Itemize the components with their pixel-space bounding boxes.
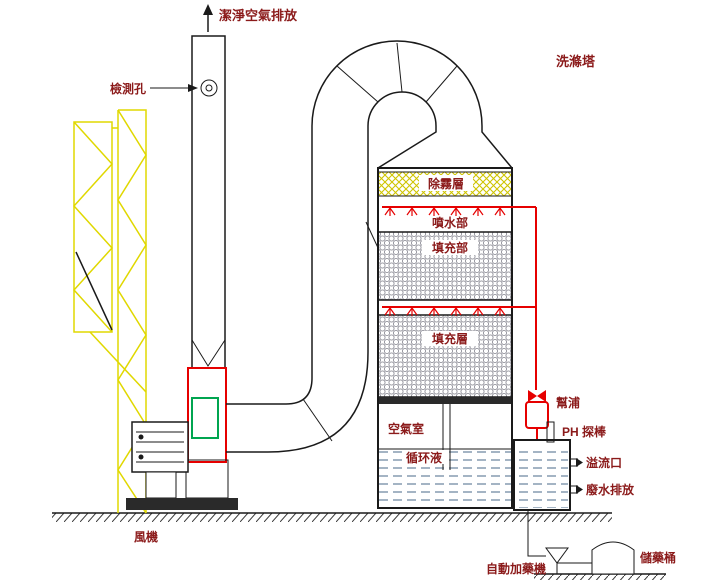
label-fan: 風機 xyxy=(134,529,158,544)
label-clean-air: 潔淨空氣排放 xyxy=(219,8,298,23)
label-packing-section: 填充部 xyxy=(432,240,468,255)
fan-motor xyxy=(131,421,189,473)
clean-air-arrow-head xyxy=(203,4,213,15)
inspection-port-circle xyxy=(200,79,218,97)
dosing-system xyxy=(527,510,635,575)
duct xyxy=(226,40,513,453)
label-ph-probe: PH 探棒 xyxy=(562,424,607,439)
label-scrubber-tower: 洗滌塔 xyxy=(556,54,596,69)
fan-unit xyxy=(126,367,238,510)
label-auto-doser: 自動加藥機 xyxy=(486,561,546,576)
label-chemical-barrel: 儲藥桶 xyxy=(640,550,676,565)
label-demister: 除霧層 xyxy=(428,176,464,191)
tower-inlet-hood xyxy=(377,126,513,169)
doser-funnel xyxy=(545,547,569,564)
ph-probe-device xyxy=(546,421,555,443)
support-strut xyxy=(365,221,380,251)
label-packing-layer: 填充層 xyxy=(432,331,468,346)
exhaust-stack xyxy=(191,4,226,369)
fan-inlet-duct xyxy=(187,367,227,463)
pump xyxy=(525,390,549,440)
label-air-chamber: 空氣室 xyxy=(388,421,424,436)
label-circulating-liquid: 循环液 xyxy=(406,450,442,465)
fan-base xyxy=(126,498,238,510)
duct-top-elbow-outer xyxy=(311,40,483,127)
separator-plate xyxy=(378,397,512,404)
label-pump: 幫浦 xyxy=(556,395,580,410)
chemical-barrel-shape xyxy=(591,541,635,575)
fan-impeller-housing xyxy=(191,397,219,439)
duct-top-elbow-inner xyxy=(367,91,437,127)
spray-system xyxy=(382,206,537,390)
label-wastewater: 廢水排放 xyxy=(586,482,635,497)
labels: 潔淨空氣排放 檢測孔 洗滌塔 除霧層 噴水部 填充部 填充層 空氣室 循环液 幫… xyxy=(110,8,676,576)
tower-shell xyxy=(377,167,513,509)
label-inspection-port: 檢測孔 xyxy=(110,81,146,96)
label-overflow: 溢流口 xyxy=(586,455,622,470)
inspection-arrow xyxy=(150,84,198,92)
label-spray-section: 噴水部 xyxy=(432,215,468,230)
drain-line xyxy=(527,510,546,557)
ground xyxy=(52,512,666,580)
packing-layer-fill xyxy=(379,315,511,397)
lattice-brace xyxy=(75,251,113,331)
circulation-tank xyxy=(513,421,583,511)
